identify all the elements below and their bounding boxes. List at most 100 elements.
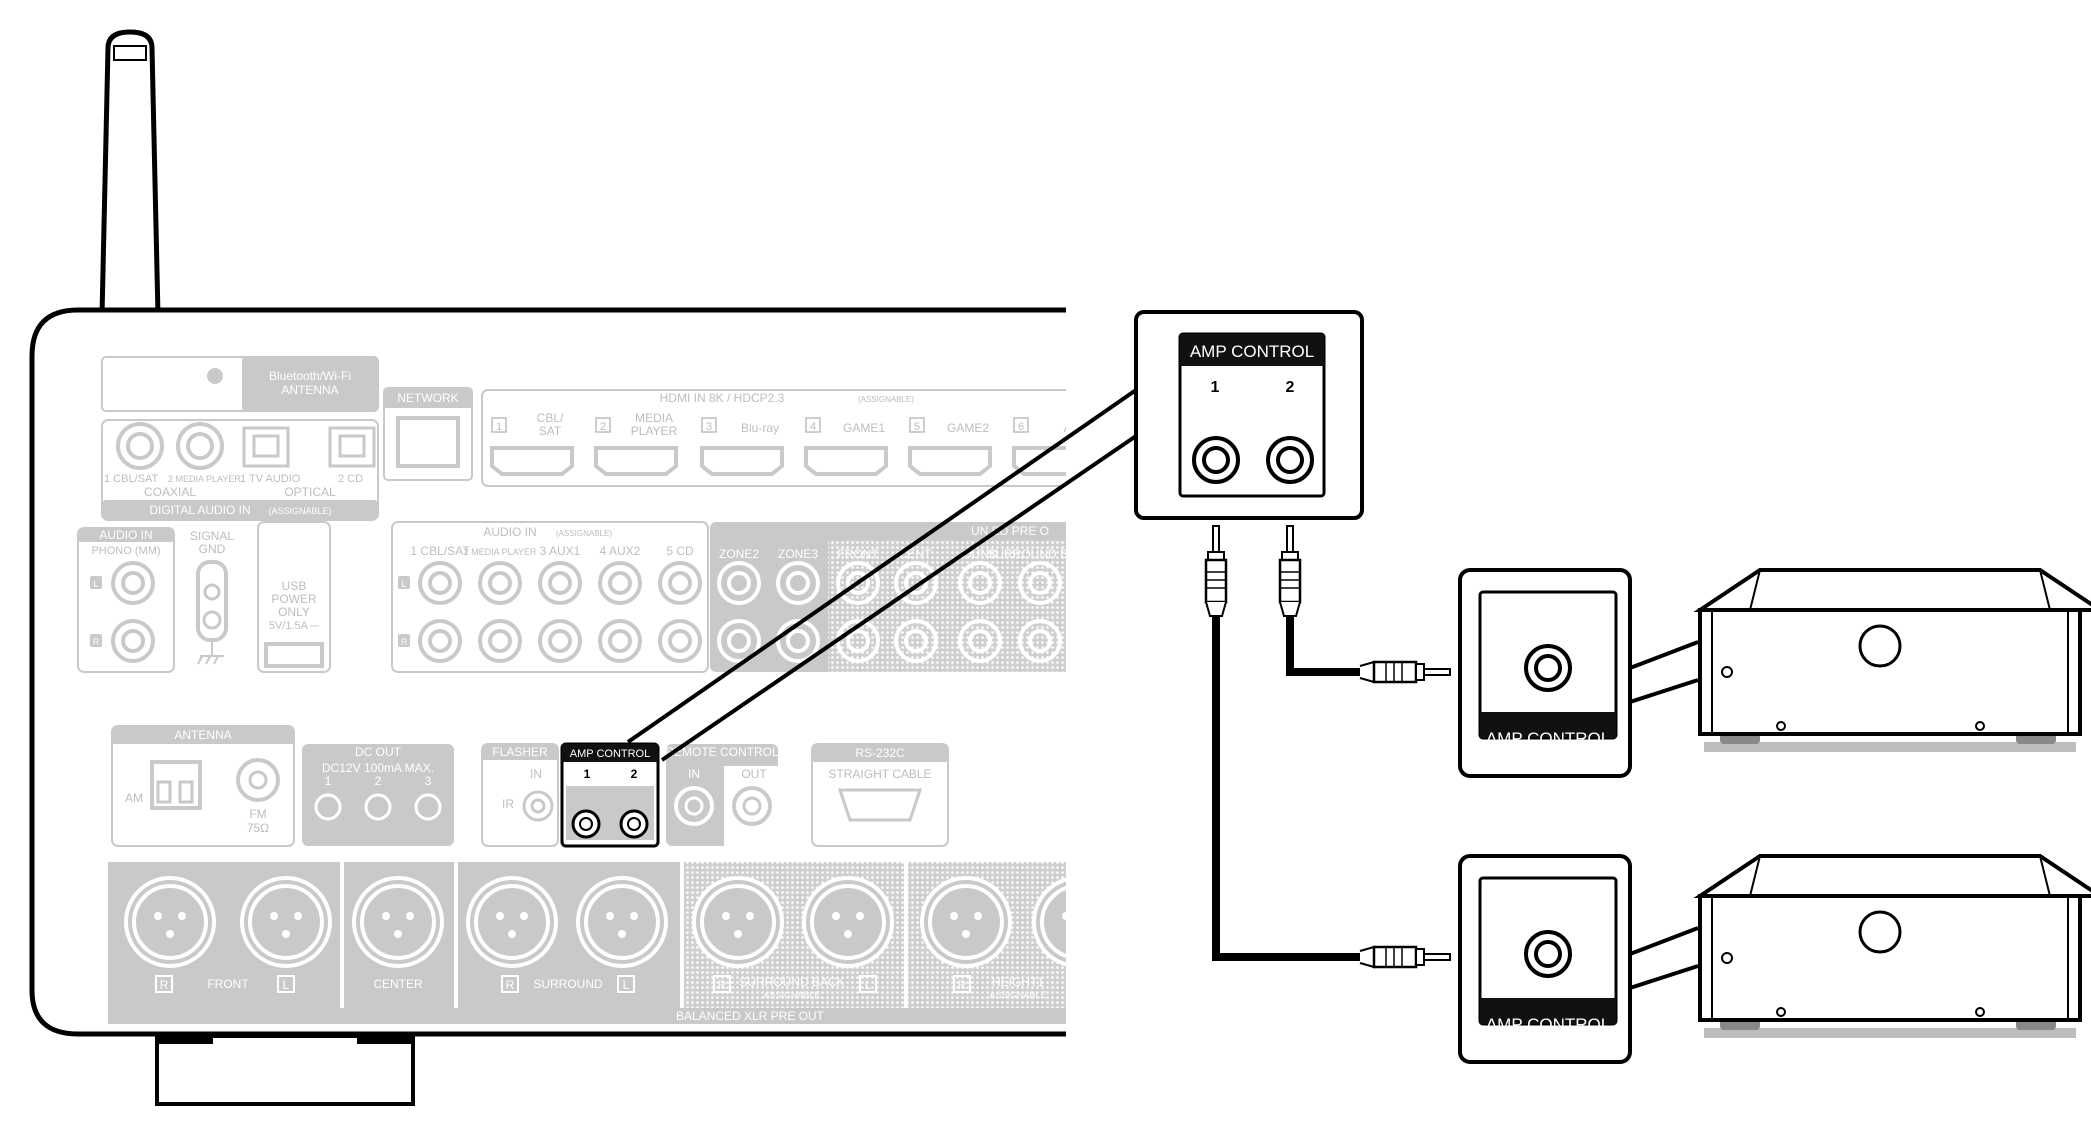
mono-plug-icon [1359, 945, 1451, 969]
rca-jack-icon [538, 619, 582, 663]
rca-jack-icon [418, 561, 462, 605]
rca-jack-icon [598, 619, 642, 663]
network-port [396, 416, 460, 468]
hdmi-input-label: GAME1 [843, 421, 885, 435]
svg-text:75Ω: 75Ω [247, 821, 269, 835]
audio-in-input-label: 5 CD [666, 544, 694, 558]
svg-text:GND: GND [199, 542, 226, 556]
hdmi-number-1: 1 [496, 421, 502, 433]
rca-jack-icon [958, 619, 1002, 663]
xlr-jack-icon [240, 876, 332, 968]
receiver-amp-control-label: AMP CONTROL [570, 748, 650, 760]
usb-port [264, 642, 324, 668]
fm-label: FM [249, 807, 266, 821]
rca-jack-icon [1018, 619, 1062, 663]
rca-jack-icon [894, 561, 938, 605]
xlr-channel-badge: L [283, 978, 290, 992]
coaxial-label: COAXIAL [144, 485, 196, 499]
audio-in-input-label: 3 AUX1 [540, 544, 581, 558]
phono-jacks: L R [90, 561, 155, 663]
svg-text:FRONT: FRONT [837, 547, 879, 561]
optical-label-2: 2 CD [338, 473, 363, 485]
svg-text:ONLY: ONLY [278, 605, 310, 619]
bt-antenna-label: Bluetooth/Wi-Fi [269, 369, 351, 383]
hdmi-number-4: 4 [810, 421, 816, 433]
svg-text:R: R [401, 637, 408, 647]
rs232c-label: RS-232C [855, 746, 905, 760]
rca-jack-icon [958, 561, 1002, 605]
rca-jack-icon [717, 561, 761, 605]
amplifier-chassis-icon [1693, 568, 2091, 752]
callout-title: AMP CONTROL [1190, 342, 1314, 361]
hdmi-number-5: 5 [914, 421, 920, 433]
hdmi-number-2: 2 [600, 421, 606, 433]
am-terminal [150, 760, 202, 810]
dc-out-spec: DC12V 100mA MAX. [322, 761, 434, 775]
svg-text:2: 2 [375, 774, 382, 788]
hdmi-input-label: CBL/ [537, 411, 564, 425]
rca-jack-icon [717, 619, 761, 663]
xlr-front-label: FRONT [207, 977, 249, 991]
svg-text:L: L [401, 579, 406, 589]
rca-jack-icon [1018, 561, 1062, 605]
amp-control-jack-icon [1524, 644, 1572, 692]
rca-jack-icon [776, 619, 820, 663]
rca-jack-icon [418, 619, 462, 663]
optical-label-1: 1 TV AUDIO [240, 473, 301, 485]
remote-control-label: REMOTE CONTROL [665, 745, 779, 759]
hdmi-port-icon [1012, 446, 1066, 476]
hdmi-input-label: GAME2 [947, 421, 989, 435]
hdmi-port-icon [594, 446, 678, 476]
xlr-surround-label: SURROUND [533, 977, 603, 991]
hdmi-input-label: MEDIA [635, 411, 673, 425]
audio-in-input-label: 2 MEDIA PLAYER [464, 547, 537, 557]
coaxial-jacks [116, 422, 224, 470]
network-label: NETWORK [397, 391, 458, 405]
callout-number-2: 2 [1286, 379, 1295, 396]
rca-jack-icon [598, 561, 642, 605]
svg-text:3: 3 [425, 774, 432, 788]
xlr-channel-badge: R [160, 978, 169, 992]
amp1-amp-control-label: AMP CONTROL [1485, 729, 1611, 748]
svg-text:R: R [93, 637, 100, 647]
callout-jack-2 [1266, 436, 1314, 484]
svg-text:POWER: POWER [271, 592, 317, 606]
rca-jack-icon [658, 561, 702, 605]
av-receiver: Bluetooth/Wi-Fi ANTENNA 1 CBL/SAT 2 MEDI… [29, 29, 1066, 1106]
antenna-label: ANTENNA [174, 728, 231, 742]
svg-text:1: 1 [325, 774, 332, 788]
optical-jacks [242, 426, 376, 468]
unbalanced-pre-out-label: UN ED PRE O [971, 524, 1049, 538]
svg-text:IN: IN [688, 767, 700, 781]
svg-text:2: 2 [631, 767, 638, 781]
xlr-jack-icon [1032, 877, 1066, 967]
signal-gnd-terminal [196, 560, 228, 665]
rca-jack-icon [894, 619, 938, 663]
hdmi-input-label: SAT [539, 424, 562, 438]
rca-jack-icon [478, 561, 522, 605]
svg-text:5V/1.5A ⎓: 5V/1.5A ⎓ [269, 620, 320, 632]
mono-cable-2 [1212, 608, 1366, 961]
phono-audio-in-label: AUDIO IN [99, 528, 152, 542]
hdmi-input-label: PLAYER [631, 424, 678, 438]
mono-plug-icon [1204, 525, 1228, 617]
xlr-channel-badge: L [623, 978, 630, 992]
hdmi-in-label: HDMI IN 8K / HDCP2.3 [660, 391, 785, 405]
xlr-channel-badge: R [958, 978, 967, 992]
usb-power-label: USB [282, 579, 307, 593]
rca-jack-icon [538, 561, 582, 605]
svg-text:ASSIGNABLE: ASSIGNABLE [763, 990, 820, 1000]
audio-in-input-label: 1 CBL/SAT [410, 544, 470, 558]
callout-number-1: 1 [1211, 379, 1220, 396]
xlr-jack-icon [802, 876, 894, 968]
amplifier-chassis-icon [1693, 854, 2091, 1038]
dc-out-jacks [314, 793, 442, 821]
digital-audio-in-label: DIGITAL AUDIO IN [149, 503, 250, 517]
power-amplifier-1 [1458, 568, 2091, 778]
hdmi-port-icon [700, 446, 784, 476]
mono-plug-icon [1359, 660, 1451, 684]
